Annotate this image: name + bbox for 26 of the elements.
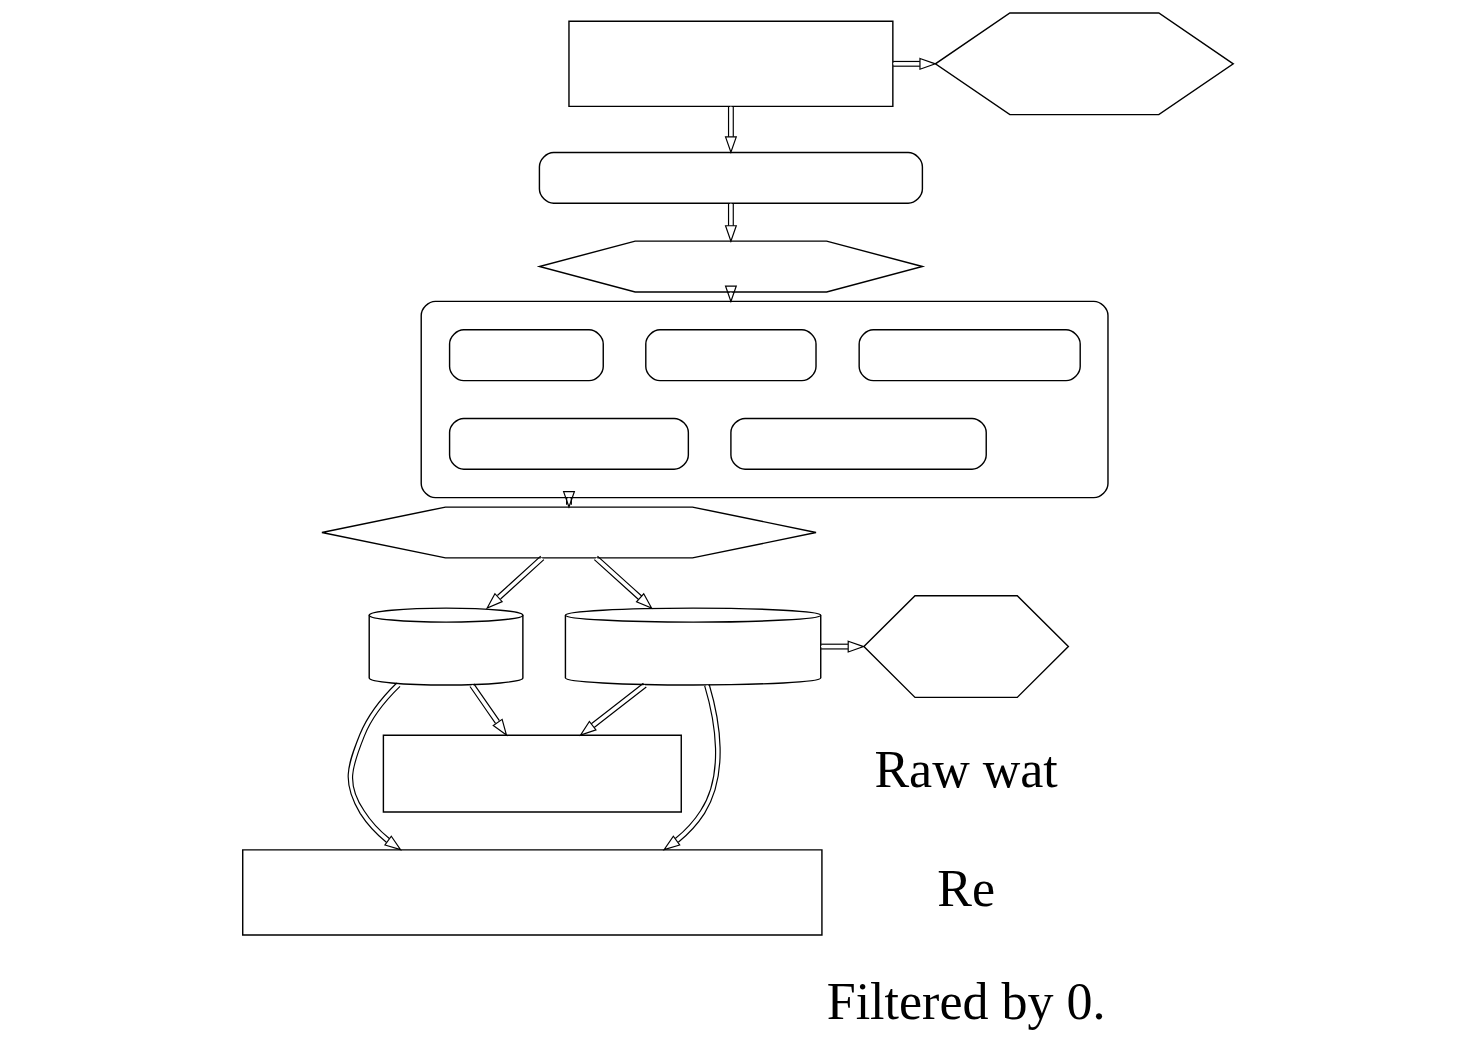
arrow (593, 555, 653, 610)
node-bar (857, 329, 1081, 382)
node-bar (448, 329, 604, 382)
node-hexagon (320, 506, 817, 559)
arrow (347, 682, 402, 851)
label: Raw wat (873, 740, 1058, 798)
node-bar (644, 329, 817, 382)
arrow (468, 683, 507, 737)
arrow (724, 203, 737, 243)
arrow (485, 555, 544, 610)
arrow (724, 106, 737, 155)
node-bar (729, 417, 987, 470)
node-hexagon (933, 12, 1235, 116)
node-box (567, 20, 894, 108)
arrow (578, 682, 647, 737)
arrow (662, 683, 721, 851)
cluster (420, 300, 1109, 499)
node-bar (448, 417, 689, 470)
node-hexagon (862, 595, 1069, 699)
arrow (892, 57, 937, 71)
arrow (820, 640, 865, 653)
label: Re (936, 859, 995, 917)
label: Filtered by 0. (826, 973, 1106, 1031)
node-box (382, 734, 682, 813)
node-box (241, 849, 823, 936)
node-bar (538, 151, 923, 204)
